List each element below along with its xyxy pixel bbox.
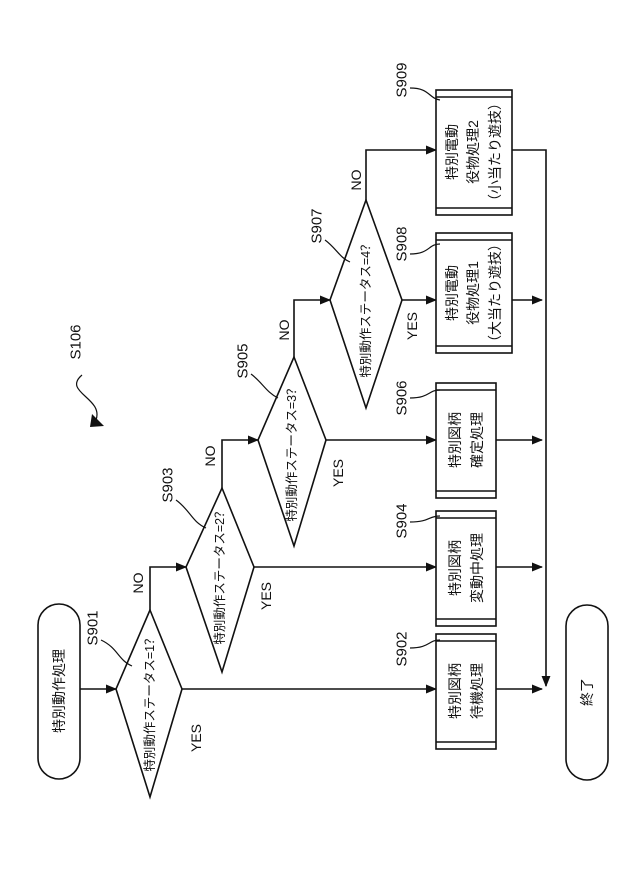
- step-label-s904: S904: [394, 503, 411, 538]
- step-label-s903: S903: [160, 467, 177, 502]
- decision-s903-no-label: NO: [202, 445, 218, 466]
- decision-s905-yes-label: YES: [330, 459, 346, 487]
- decision-s907-text: 特別動作ステータス=4？: [358, 238, 373, 377]
- step-label-s909: S909: [394, 62, 411, 97]
- decision-s901: 特別動作ステータス=1？ YES NO: [116, 572, 204, 797]
- process-s902-line2: 待機処理: [469, 663, 485, 719]
- process-s902-line1: 特別図柄: [447, 663, 463, 719]
- decision-s901-text: 特別動作ステータス=1？: [142, 632, 157, 771]
- decision-s905-no-label: NO: [276, 319, 292, 340]
- arrow-s903-no: [222, 440, 258, 488]
- decision-s903-text: 特別動作ステータス=2？: [212, 505, 227, 644]
- end-label: 終了: [579, 678, 595, 706]
- process-s902: 特別図柄 待機処理: [436, 634, 496, 749]
- process-s902-shape: [436, 634, 496, 749]
- process-s906-line1: 特別図柄: [447, 412, 463, 468]
- decision-s905-text: 特別動作ステータス=3？: [284, 382, 299, 521]
- decision-s907-yes-label: YES: [404, 312, 420, 340]
- end-terminator: 終了: [566, 605, 608, 780]
- arrow-s907-no: [366, 150, 436, 200]
- process-s909-line3: （小当たり遊技）: [487, 96, 503, 208]
- process-s908-line3: （大当たり遊技）: [487, 237, 503, 349]
- process-s906-shape: [436, 383, 496, 498]
- arrow-s905-no: [294, 300, 330, 357]
- process-s909-line1: 特別電動: [444, 124, 460, 180]
- step-label-s901: S901: [85, 610, 102, 645]
- start-label: 特別動作処理: [51, 649, 67, 733]
- diagram-label-s106: S106: [68, 324, 85, 359]
- step-label-s907: S907: [309, 208, 326, 243]
- arrow-s901-no: [150, 567, 186, 610]
- process-s904: 特別図柄 変動中処理: [436, 511, 496, 626]
- start-terminator: 特別動作処理: [38, 604, 80, 779]
- s903-leader: [176, 500, 206, 528]
- decision-s903: 特別動作ステータス=2？ YES NO: [186, 445, 274, 672]
- process-s908: 特別電動 役物処理1 （大当たり遊技）: [436, 233, 512, 353]
- process-s906-line2: 確定処理: [469, 412, 485, 468]
- process-s908-line1: 特別電動: [444, 265, 460, 321]
- decision-s901-yes-label: YES: [188, 724, 204, 752]
- step-labels: S106 S901 S902 S903 S904 S905 S906 S907 …: [68, 62, 441, 666]
- decision-s907-no-label: NO: [348, 169, 364, 190]
- step-label-s906: S906: [394, 380, 411, 415]
- s905-leader: [251, 374, 278, 398]
- process-s909: 特別電動 役物処理2 （小当たり遊技）: [436, 90, 512, 215]
- step-label-s908: S908: [394, 226, 411, 261]
- process-s906: 特別図柄 確定処理: [436, 383, 496, 498]
- process-s908-line2: 役物処理1: [465, 261, 481, 325]
- decision-s905: 特別動作ステータス=3？ YES NO: [258, 319, 346, 546]
- merge-bus: [512, 150, 546, 686]
- decision-s907: 特別動作ステータス=4？ YES NO: [330, 169, 420, 408]
- process-s904-line2: 変動中処理: [469, 533, 485, 603]
- s106-leader: [77, 375, 97, 420]
- process-s904-line1: 特別図柄: [447, 540, 463, 596]
- process-s904-shape: [436, 511, 496, 626]
- step-label-s905: S905: [235, 343, 252, 378]
- decision-s901-no-label: NO: [130, 572, 146, 593]
- step-label-s902: S902: [394, 631, 411, 666]
- process-s909-line2: 役物処理2: [465, 120, 481, 184]
- decision-s903-yes-label: YES: [258, 582, 274, 610]
